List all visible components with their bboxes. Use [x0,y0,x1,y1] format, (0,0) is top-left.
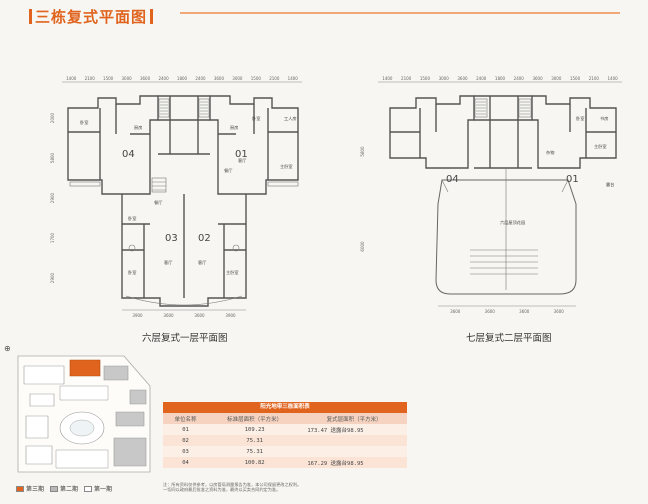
room-labels: 卧室 书房 杂物 主卧室 露台 六层屋顶花园 [500,115,614,226]
dimension-label: 3600 [485,309,496,314]
table-row: 04 100.82 167.29 送露台98.95 [163,457,407,468]
walls [389,95,617,169]
dimension-label: 1400 [288,76,299,81]
dimension-label: 2100 [269,76,280,81]
unit-label-04: 04 [122,149,135,160]
svg-text:客厅: 客厅 [198,259,206,266]
svg-text:餐厅: 餐厅 [154,199,162,206]
room-labels: 卧室 卧室 工人房 厨房 厨房 客厅 主卧室 餐厅 餐厅 客厅 客厅 卧室 卧室… [80,115,297,276]
dimension-label: 3000 [439,76,450,81]
unit-label-01: 01 [566,174,579,185]
top-dimensions: 1400 2100 1500 3000 3600 2400 1800 2400 3600 3000… [382,76,618,81]
svg-text:工人房: 工人房 [284,115,297,122]
dimension-label: 1500 [103,76,114,81]
dimension-label: 3600 [140,76,151,81]
dimension-label: 5800 [50,152,55,163]
svg-text:餐厅: 餐厅 [224,167,232,174]
dimension-label: 2400 [158,76,169,81]
side-dimensions: 5800 6000 [360,146,365,252]
dimension-label: 3600 [450,309,461,314]
svg-text:卧室: 卧室 [252,115,260,122]
plan-caption-level-1: 六层复式一层平面图 [142,333,228,344]
dimension-label: 5800 [360,146,365,157]
unit-label-02: 02 [198,233,211,244]
dimension-label: 3900 [132,313,143,318]
dimension-label: 3000 [122,76,133,81]
svg-text:主卧室: 主卧室 [280,163,293,170]
dimension-label: 1500 [251,76,262,81]
dimension-label: 3600 [457,76,468,81]
dimension-label: 3600 [214,76,225,81]
side-dimensions: 2000 5800 2900 1700 2900 [50,112,55,283]
dimension-label: 2100 [401,76,412,81]
bottom-dimensions: 3600 3600 3600 3600 [450,309,564,314]
site-legend: 第三期 第二期 第一期 [16,484,112,493]
svg-text:主卧室: 主卧室 [226,269,239,276]
dimension-label: 3600 [163,313,174,318]
dimension-label: 1400 [608,76,619,81]
svg-text:六层屋顶花园: 六层屋顶花园 [500,219,525,226]
dimension-label: 1800 [495,76,506,81]
dimension-label: 2400 [195,76,206,81]
dimension-label: 2400 [514,76,525,81]
unit-label-03: 03 [165,233,178,244]
svg-text:书房: 书房 [600,115,608,122]
title-rule [180,12,620,14]
dimension-label: 1800 [177,76,188,81]
plan-caption-level-2: 七层复式二层平面图 [466,333,552,344]
svg-text:厨房: 厨房 [134,124,142,131]
walls [67,95,299,307]
dimension-label: 2100 [85,76,96,81]
dimension-label: 1400 [382,76,393,81]
table-row: 01 109.23 173.47 送露台98.95 [163,424,407,435]
dimension-label: 2900 [50,192,55,203]
svg-text:卧室: 卧室 [80,119,88,126]
svg-text:杂物: 杂物 [546,149,554,156]
dimension-label: 1700 [50,232,55,243]
dimension-label: 1400 [66,76,77,81]
svg-text:卧室: 卧室 [576,115,584,122]
dimension-label: 2900 [50,272,55,283]
dimension-label: 1500 [420,76,431,81]
page-title: 三栋复式平面图 [26,6,156,27]
dimension-label: 2400 [476,76,487,81]
svg-text:卧室: 卧室 [128,269,136,276]
svg-text:卧室: 卧室 [128,215,136,222]
area-table-title: 阳光地带三栋面积表 [163,402,407,413]
dimension-label: 2000 [50,112,55,123]
dimension-label: 3600 [554,309,565,314]
legend-item: 第三期 [16,484,44,493]
svg-text:露台: 露台 [606,181,614,188]
area-table: 阳光地带三栋面积表 单位名称 标准层面积（平方米） 复式层面积（平方米） 01 … [163,402,407,468]
legend-item: 第一期 [84,484,112,493]
svg-text:客厅: 客厅 [238,157,246,164]
dimension-label: 2100 [589,76,600,81]
table-row: 02 75.31 [163,435,407,446]
column-header: 单位名称 [163,413,208,424]
unit-label-04: 04 [446,174,459,185]
svg-text:主卧室: 主卧室 [594,143,607,150]
svg-text:客厅: 客厅 [164,259,172,266]
north-arrow-icon: ⊕ [4,344,11,353]
dimension-label: 3900 [225,313,236,318]
floor-plan-level-1: 1400 2100 1500 3000 3600 2400 1800 2400 3600 3000… [50,76,302,318]
top-dimensions: 1400 2100 1500 3000 3600 2400 1800 2400 3600 3000… [66,76,298,81]
site-plan-map [17,355,151,473]
dimension-label: 3000 [551,76,562,81]
svg-text:厨房: 厨房 [230,124,238,131]
dimension-label: 1500 [570,76,581,81]
dimension-label: 3600 [194,313,205,318]
column-header: 复式层面积（平方米） [301,413,407,424]
area-table-notes: 注：所有资料仅供参考，以房管局测量报告为准，本公司保留更改之权利。 一切间以政府… [163,482,302,492]
dimension-label: 3600 [532,76,543,81]
table-row: 03 75.31 [163,446,407,457]
dimension-label: 6000 [360,241,365,252]
column-header: 标准层面积（平方米） [208,413,302,424]
floor-plan-level-2: 1400 2100 1500 3000 3600 2400 1800 2400 3600 3000… [360,76,622,314]
dimension-label: 3000 [232,76,243,81]
legend-item: 第二期 [50,484,78,493]
unit-label-01: 01 [235,149,248,160]
dimension-label: 3600 [519,309,530,314]
bottom-dimensions: 3900 3600 3600 3900 [132,313,236,318]
